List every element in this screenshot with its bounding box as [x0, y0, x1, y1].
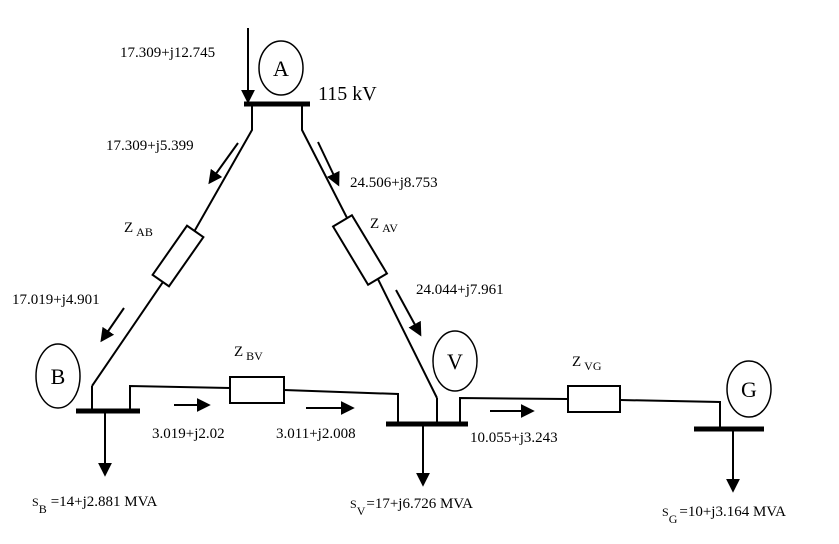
- flow-arrow-av-send: [317, 141, 340, 187]
- flow-bv-send-value: 3.019+j2.02: [152, 426, 225, 442]
- flow-av-recv-value: 24.044+j7.961: [416, 282, 504, 298]
- node-a-circle: [258, 40, 304, 96]
- node-v-label: V: [447, 349, 463, 374]
- load-b-label: SB=14+j2.881 MVA: [32, 494, 158, 516]
- flow-vg-value: 10.055+j3.243: [470, 430, 558, 446]
- node-g-label: G: [741, 377, 757, 402]
- line-ab: [91, 106, 253, 387]
- node-b-circle: [35, 343, 81, 409]
- impedance-vg-box: [567, 385, 621, 413]
- flow-ab-recv-value: 17.019+j4.901: [12, 292, 100, 308]
- impedance-ab-box: [151, 224, 205, 288]
- line-av: [301, 106, 438, 399]
- bus-voltage-label: 115 kV: [318, 83, 377, 105]
- flow-ab-send-value: 17.309+j5.399: [106, 138, 194, 154]
- node-a-label: A: [273, 56, 289, 81]
- flow-arrow-ab-send: [208, 142, 239, 185]
- line-bv-right: [283, 389, 399, 422]
- load-g-label: SG=10+j3.164 MVA: [662, 504, 786, 526]
- node-v-circle: [432, 330, 478, 392]
- flow-arrow-ab-recv: [100, 307, 125, 343]
- impedance-av-box: [331, 213, 389, 287]
- line-bv-left: [129, 384, 231, 411]
- flow-av-send-value: 24.506+j8.753: [350, 175, 438, 191]
- line-vg-right: [619, 399, 721, 428]
- impedance-bv-box: [229, 376, 285, 404]
- line-vg-left: [459, 396, 569, 424]
- node-g-circle: [726, 360, 772, 418]
- flow-arrow-av-recv: [395, 289, 422, 337]
- injection-a-value: 17.309+j12.745: [120, 45, 215, 61]
- node-b-label: B: [51, 364, 66, 389]
- load-v-label: SV=17+j6.726 MVA: [350, 496, 473, 518]
- flow-bv-recv-value: 3.011+j2.008: [276, 426, 356, 442]
